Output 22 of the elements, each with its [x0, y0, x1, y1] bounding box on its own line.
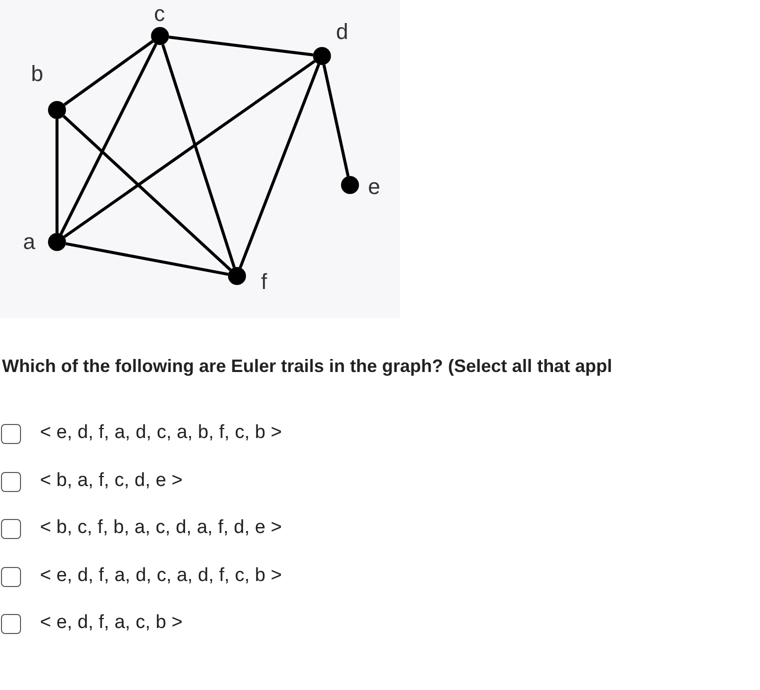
graph-edge	[63, 40, 154, 106]
graph-edge	[322, 64, 350, 177]
graph-edge	[168, 36, 314, 56]
answer-option: < b, c, f, b, a, c, d, a, f, d, e >	[40, 517, 282, 539]
graph-edge	[66, 242, 228, 276]
graph-edge	[56, 119, 58, 233]
graph-edge	[64, 60, 316, 238]
vertex-label: c	[154, 3, 165, 25]
vertex-label: b	[31, 63, 44, 85]
graph-edge	[161, 44, 236, 268]
vertex-label: a	[23, 231, 36, 253]
answer-option: < e, d, f, a, d, c, a, b, f, c, b >	[40, 422, 282, 444]
vertex-label: d	[336, 21, 348, 43]
graph-edge	[238, 64, 320, 268]
graph-edge	[60, 43, 158, 235]
graph-edge	[62, 115, 232, 271]
question-text: Which of the following are Euler trails in the graph? (Select all that appl	[2, 356, 612, 377]
vertex-label: e	[368, 176, 380, 198]
answer-option: < e, d, f, a, c, b >	[40, 612, 183, 634]
answer-option: < b, a, f, c, d, e >	[40, 470, 183, 492]
vertex-label: f	[261, 271, 268, 293]
answer-option: < e, d, f, a, d, c, a, d, f, c, b >	[40, 564, 282, 586]
